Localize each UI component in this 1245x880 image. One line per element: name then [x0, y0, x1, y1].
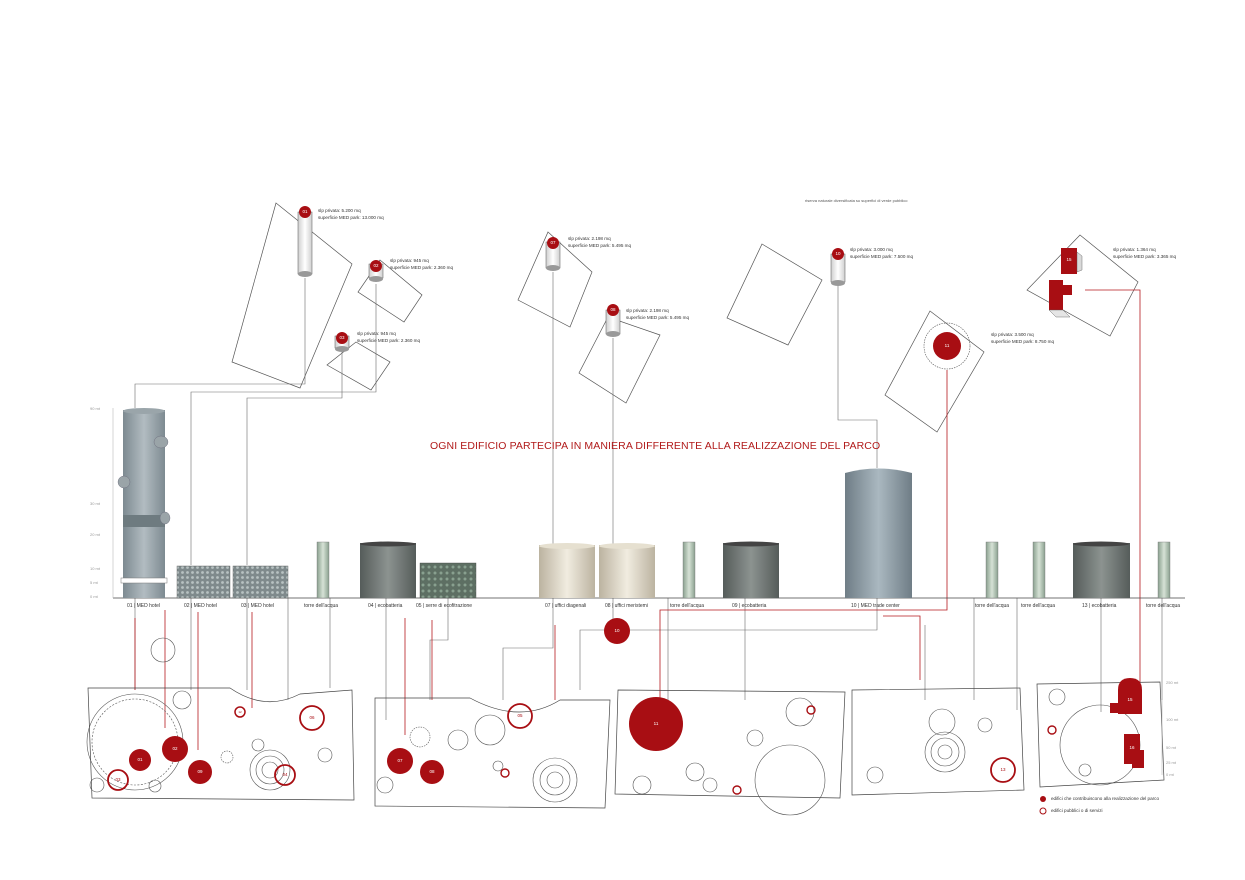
building-label: torre dell'acqua [1146, 603, 1181, 609]
legend-filled-marker [1040, 796, 1046, 802]
plan-badge: 03 [115, 777, 121, 782]
plan-badge: 10 [614, 628, 620, 633]
building-label: 05 | serre di ecofitrazione [416, 603, 473, 609]
plan-scale-tick: 100 mt [1166, 717, 1179, 722]
plan-badge: 08 [429, 769, 435, 774]
site-plan-strip [87, 681, 1165, 809]
building-label: 09 | ecobatteria [732, 603, 767, 609]
legend-filled-text: edifici che contribuiscono alla realizza… [1051, 796, 1160, 801]
building-label: torre dell'acqua [670, 603, 705, 609]
scale-tick: 90 mt [90, 406, 101, 411]
building-label: 04 | ecobatteria [368, 603, 403, 609]
plan-badge: 07 [397, 758, 403, 763]
building-label: torre dell'acqua [304, 603, 339, 609]
plan-red-markers [107, 678, 1144, 795]
plan-badge: 09 [197, 769, 203, 774]
plan-badge: 13 [1000, 767, 1006, 772]
connector-lines [134, 272, 1163, 720]
plan-badge: 02 [172, 746, 178, 751]
header-note: riserva naturale diversificata su superf… [805, 198, 908, 203]
badge-02: 02 [370, 260, 382, 272]
building-label: 02 | MED hotel [184, 603, 217, 609]
plan-badge: 15 [1127, 697, 1133, 702]
legend-ring-text: edifici pubblici o di servizi [1051, 808, 1103, 813]
badge-11: 11 [944, 343, 950, 348]
building-label: 03 | MED hotel [241, 603, 274, 609]
building-label: 13 | ecobatteria [1082, 603, 1117, 609]
legend-ring-marker [1039, 807, 1047, 815]
section-buildings [117, 408, 1171, 599]
plan-scale-tick: 250 mt [1166, 680, 1179, 685]
plan-scale-tick: 50 mt [1166, 745, 1177, 750]
plan-badge: 04 [282, 772, 288, 777]
building-label: 01 | MED hotel [127, 603, 160, 609]
badge-08: 08 [607, 304, 619, 316]
badge-circle-10-section [604, 618, 630, 644]
scale-tick: 10 mt [90, 566, 101, 571]
building-label: 07 | uffici diagenali [545, 603, 587, 609]
plan-badge: 16 [1129, 745, 1135, 750]
scale-tick: 5 mt [90, 580, 98, 585]
upper-plan-diagrams [231, 202, 1139, 433]
scale-tick: 30 mt [90, 501, 101, 506]
building-label: torre dell'acqua [1021, 603, 1056, 609]
scale-tick: 0 mt [90, 594, 98, 599]
badge-03: 03 [336, 332, 348, 344]
badge-15: 15 [1066, 257, 1072, 262]
plan-badge: 11 [653, 721, 659, 726]
badge-07: 07 [547, 237, 559, 249]
plan-scale-tick: 0 mt [1166, 772, 1174, 777]
plan-circle [150, 637, 176, 663]
plan-badge: 12 [238, 710, 242, 714]
plan-badge: 01 [137, 757, 143, 762]
red-connector-lines [134, 289, 1141, 750]
building-label: 10 | MED trade center [851, 603, 900, 609]
badge-01: 01 [299, 206, 311, 218]
diagram-title: OGNI EDIFICIO PARTECIPA IN MANIERA DIFFE… [430, 440, 881, 452]
scale-tick: 20 mt [90, 532, 101, 537]
badge-10: 10 [832, 248, 844, 260]
plan-scale-tick: 25 mt [1166, 760, 1177, 765]
upper-plan-towers [297, 211, 1083, 370]
plan-badge: 06 [309, 715, 315, 720]
plan-badge: 05 [517, 713, 523, 718]
building-label: 08 | uffici meristemi [605, 603, 648, 609]
building-label: torre dell'acqua [975, 603, 1010, 609]
